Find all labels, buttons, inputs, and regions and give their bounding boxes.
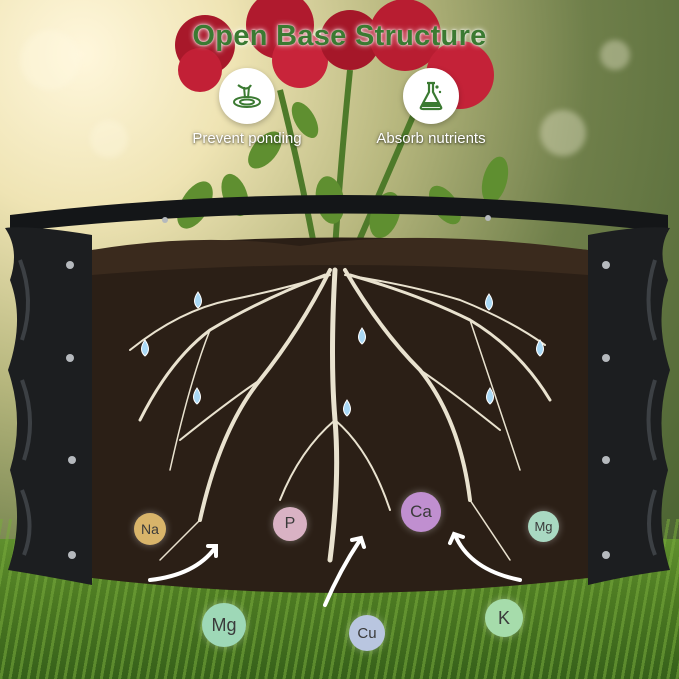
bokeh-light bbox=[600, 40, 630, 70]
water-ripple-icon bbox=[219, 68, 275, 124]
water-drops bbox=[141, 291, 544, 417]
arrow-curve-icon bbox=[323, 538, 362, 607]
soil-top-layer bbox=[92, 237, 588, 275]
bed-right-wall bbox=[588, 227, 670, 586]
nutrient-badge-k: K bbox=[485, 599, 523, 637]
arrow-curve-icon bbox=[148, 546, 217, 582]
nutrient-badge-mg-small: Mg bbox=[528, 511, 559, 542]
nutrient-symbol: P bbox=[284, 515, 296, 532]
nutrient-badge-ca: Ca bbox=[401, 492, 441, 532]
feature-label: Absorb nutrients bbox=[376, 130, 486, 147]
page-title: Open Base Structure bbox=[192, 20, 487, 52]
water-drop-icon bbox=[536, 339, 544, 357]
water-drop-icon bbox=[343, 399, 351, 417]
bokeh-light bbox=[20, 30, 80, 90]
feature-absorb-nutrients: Absorb nutrients bbox=[346, 68, 516, 147]
nutrient-symbol: Mg bbox=[534, 519, 553, 534]
feature-prevent-ponding: Prevent ponding bbox=[162, 68, 332, 147]
feature-label: Prevent ponding bbox=[192, 130, 302, 147]
water-drop-icon bbox=[485, 293, 493, 311]
nutrient-symbol: Na bbox=[141, 521, 159, 537]
water-drop-icon bbox=[193, 387, 201, 405]
nutrient-badge-na: Na bbox=[134, 513, 166, 545]
nutrient-symbol: K bbox=[497, 607, 510, 628]
water-drop-icon bbox=[141, 339, 149, 357]
plant-roots bbox=[129, 267, 552, 563]
bokeh-light bbox=[90, 120, 128, 158]
bed-bolts bbox=[66, 215, 610, 559]
water-drop-icon bbox=[486, 387, 494, 405]
nutrient-badge-p: P bbox=[273, 507, 307, 541]
soil-cross-section bbox=[92, 237, 588, 593]
absorption-arrows bbox=[148, 531, 522, 607]
bed-rim bbox=[10, 195, 668, 232]
nutrient-badge-mg: Mg bbox=[202, 603, 246, 647]
arrow-curve-icon bbox=[453, 533, 522, 582]
nutrient-symbol: Ca bbox=[410, 502, 432, 521]
bokeh-light bbox=[540, 110, 586, 156]
nutrient-symbol: Cu bbox=[357, 624, 377, 642]
water-drop-icon bbox=[194, 291, 202, 309]
nutrient-badge-cu: Cu bbox=[349, 615, 385, 651]
nutrient-symbol: Mg bbox=[211, 614, 237, 635]
water-drop-icon bbox=[358, 327, 366, 345]
bed-left-wall bbox=[5, 227, 92, 586]
flask-icon bbox=[403, 68, 459, 124]
